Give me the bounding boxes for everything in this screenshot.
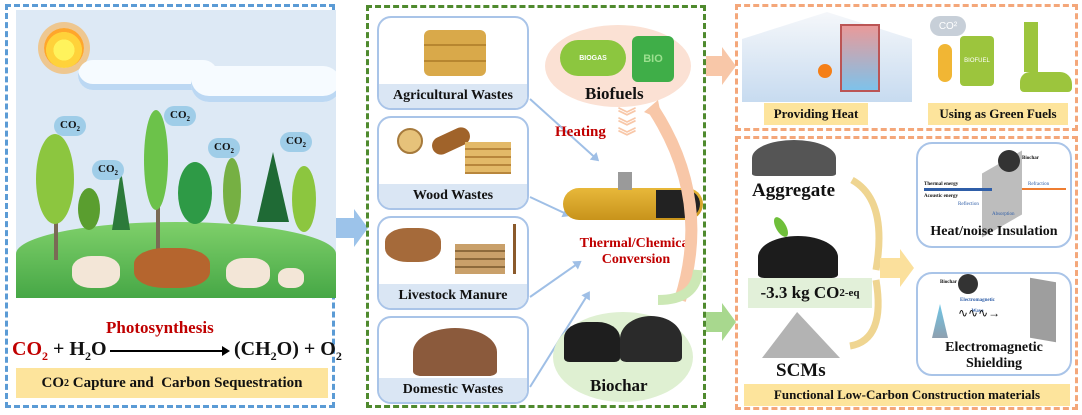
aggregate-pile-icon	[752, 140, 836, 176]
antenna-tower-icon	[932, 304, 948, 338]
shielding-title: Electromagnetic Shielding	[945, 340, 1043, 371]
reactor-valve	[618, 172, 632, 190]
tree-icon	[178, 162, 212, 224]
reflection-tag: Reflection	[958, 202, 979, 207]
fire-icon	[818, 64, 832, 78]
sun-icon	[44, 28, 84, 68]
co2-bubble: CO2	[164, 106, 196, 127]
tree-icon	[292, 166, 316, 232]
tree-icon	[36, 134, 74, 224]
insulation-title: Heat/noise Insulation	[930, 224, 1058, 239]
waste-card-agricultural: Agricultural Wastes	[377, 16, 529, 110]
pine-tree-icon	[112, 170, 130, 230]
tree-icon	[223, 158, 241, 224]
construction-materials-panel	[735, 136, 1078, 410]
co2-bubble: CO2	[280, 132, 312, 153]
heating-chevrons-icon: ︾︾︾	[618, 107, 636, 147]
sheep-icon	[72, 256, 120, 288]
biochar-tag: Biochar	[1022, 156, 1039, 161]
waste-label: Agricultural Wastes	[379, 84, 527, 108]
biofuel-barrel-icon: BIOFUEL	[960, 36, 994, 86]
energy-arrow-icon	[924, 188, 992, 191]
co2-bubble: CO2	[208, 138, 240, 159]
cycle-arrows	[644, 100, 703, 305]
waste-card-domestic: Domestic Wastes	[377, 316, 529, 404]
green-fuels-label: Using as Green Fuels	[928, 103, 1068, 125]
co2-cloud-icon: CO²	[930, 16, 966, 36]
sheep-icon	[226, 258, 270, 288]
tree-icon	[78, 188, 100, 230]
electromagnetic-shielding-card: Biochar Electromagnetic Wave ∿∿∿→ Electr…	[916, 272, 1072, 376]
conversion-label: Thermal/Chemical Conversion	[579, 236, 693, 267]
refraction-arrow-icon	[1022, 188, 1066, 190]
biochar-pellets-icon	[564, 322, 620, 362]
wood-logs-icon	[379, 118, 527, 178]
corn-icon	[938, 44, 952, 82]
to-biofuels-arrow	[648, 106, 698, 302]
construction-materials-caption: Functional Low-Carbon Construction mater…	[744, 384, 1070, 406]
cow-icon	[134, 248, 210, 288]
water-term: + H2O	[53, 338, 107, 363]
waste-label: Livestock Manure	[379, 284, 527, 308]
manure-cow-icon	[379, 218, 527, 278]
boiler-tank	[840, 24, 880, 92]
car-icon	[1020, 72, 1072, 92]
acoustic-energy-tag: Acoustic energy	[924, 194, 959, 199]
material-cycle-arrows	[849, 176, 883, 350]
absorption-tag: Absorption	[992, 212, 1015, 217]
waste-card-livestock: Livestock Manure	[377, 216, 529, 310]
wave-icon: ∿∿∿→	[958, 306, 1001, 320]
biofuels-label: Biofuels	[585, 84, 644, 103]
biochar-powder-icon	[620, 316, 682, 362]
heat-noise-insulation-card: Biochar Thermal energy Acoustic energy R…	[916, 142, 1072, 248]
refraction-tag: Refraction	[1028, 182, 1050, 187]
tree-trunk	[54, 200, 58, 260]
co2-bubble: CO2	[54, 116, 86, 137]
waste-card-wood: Wood Wastes	[377, 116, 529, 210]
reaction-arrow	[110, 346, 230, 356]
em-wave-tag: Electromagnetic Wave	[960, 298, 995, 314]
biogas-tank-icon: BIOGAS	[560, 40, 626, 76]
fuel-can-icon: BIO	[632, 36, 674, 82]
arrow-to-wastes	[336, 209, 368, 247]
photosynthesis-label: Photosynthesis	[106, 318, 214, 337]
scms-label: SCMs	[776, 360, 826, 381]
providing-heat-label: Providing Heat	[764, 103, 868, 125]
equation-reactants: CO2 + H2O	[12, 338, 107, 364]
biochar-soil-icon	[758, 236, 838, 278]
equation-products: (CH2O) + O2	[234, 338, 342, 363]
ecosystem-scene: CO2 CO2 CO2 CO2 CO2	[16, 10, 336, 298]
hay-bales-icon	[379, 18, 527, 78]
cloud-icon	[191, 66, 336, 102]
waste-label: Wood Wastes	[379, 184, 527, 208]
aggregate-label: Aggregate	[752, 180, 836, 201]
shielding-panel-icon	[1030, 277, 1056, 343]
factory-chimney-icon	[1024, 22, 1038, 72]
biochar-pore-icon	[958, 274, 978, 294]
biomass-conversion-panel	[366, 5, 706, 408]
heating-label: Heating	[555, 124, 606, 140]
arrow-to-construction	[706, 303, 736, 341]
arrow-to-energy	[706, 47, 736, 85]
pine-tree-icon	[257, 152, 289, 222]
lamb-icon	[278, 268, 304, 288]
arrow-to-functions	[880, 249, 914, 287]
biochar-tag: Biochar	[940, 280, 957, 285]
biochar-pore-icon	[998, 150, 1020, 172]
co2-bubble: CO2	[92, 160, 124, 181]
garbage-pile-icon	[379, 318, 527, 378]
co2-term: CO2	[12, 338, 48, 363]
thermal-energy-tag: Thermal energy	[924, 182, 959, 187]
tree-trunk	[156, 170, 160, 250]
tree-icon	[144, 110, 168, 210]
biochar-label: Biochar	[590, 376, 648, 395]
to-biochar-arrow	[657, 269, 703, 305]
energy-applications-panel	[735, 4, 1078, 131]
waste-label: Domestic Wastes	[379, 378, 527, 402]
